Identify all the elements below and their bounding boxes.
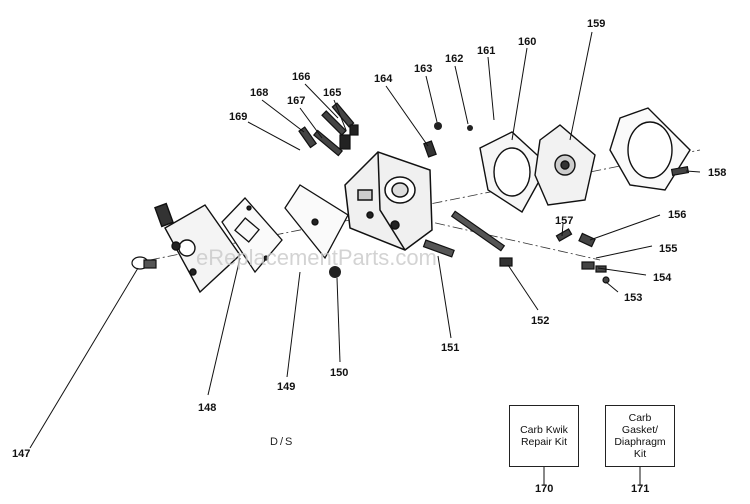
kit-170-leader bbox=[543, 467, 545, 485]
part-149-pump-gasket bbox=[221, 197, 283, 274]
callout-154: 154 bbox=[653, 272, 672, 284]
metering-cover bbox=[609, 107, 691, 191]
callout-162: 162 bbox=[445, 53, 463, 65]
callout-168: 168 bbox=[250, 87, 268, 99]
callout-160: 160 bbox=[518, 36, 536, 48]
kit-170-line-1: Carb Kwik bbox=[520, 424, 568, 436]
part-148-pump-cover bbox=[154, 202, 241, 294]
callout-147: 147 bbox=[12, 448, 30, 460]
callout-labels: 147 148 149 150 151 152 153 154 155 156 … bbox=[12, 18, 726, 460]
kit-170-line-2: Repair Kit bbox=[520, 436, 568, 448]
callout-150: 150 bbox=[330, 367, 348, 379]
part-162-pin bbox=[467, 125, 473, 131]
kit-171-line-4: Kit bbox=[633, 448, 647, 460]
callout-163: 163 bbox=[414, 63, 432, 75]
callout-148: 148 bbox=[198, 402, 216, 414]
kit-171-line-1: Carb bbox=[628, 412, 652, 424]
callout-157: 157 bbox=[555, 215, 573, 227]
kit-171-line-2: Gasket/ bbox=[621, 424, 659, 436]
part-158-screw bbox=[670, 165, 690, 177]
kit-170-box: Carb Kwik Repair Kit bbox=[509, 405, 579, 467]
watermark: eReplacementParts.com bbox=[196, 245, 437, 270]
part-147-plug bbox=[131, 256, 157, 270]
page-note: D/S bbox=[270, 436, 295, 448]
callout-161: 161 bbox=[477, 45, 495, 57]
part-152-lever bbox=[450, 210, 513, 267]
part-151-shaft bbox=[422, 239, 455, 258]
callout-166: 166 bbox=[292, 71, 310, 83]
callout-165: 165 bbox=[323, 87, 341, 99]
kit-171-label: 171 bbox=[631, 483, 650, 495]
callout-169: 169 bbox=[229, 111, 247, 123]
callout-155: 155 bbox=[659, 243, 677, 255]
adjustment-screws bbox=[298, 102, 359, 157]
callout-151: 151 bbox=[441, 342, 459, 354]
callout-156: 156 bbox=[668, 209, 686, 221]
callout-149: 149 bbox=[277, 381, 295, 393]
carburetor-body bbox=[344, 151, 433, 251]
leader-lines bbox=[29, 31, 701, 449]
part-150-ring bbox=[329, 266, 341, 278]
callout-167: 167 bbox=[287, 95, 305, 107]
callout-164: 164 bbox=[374, 73, 393, 85]
part-163-ball bbox=[434, 122, 442, 130]
callout-153: 153 bbox=[624, 292, 642, 304]
kit-171-box: Carb Gasket/ Diaphragm Kit bbox=[605, 405, 675, 467]
part-160-gasket bbox=[479, 131, 549, 213]
callout-152: 152 bbox=[531, 315, 549, 327]
callout-159: 159 bbox=[587, 18, 605, 30]
kit-171-line-3: Diaphragm bbox=[614, 436, 666, 448]
linkage-parts bbox=[555, 228, 610, 284]
callout-158: 158 bbox=[708, 167, 726, 179]
kit-170-label: 170 bbox=[535, 483, 554, 495]
part-159-diaphragm bbox=[534, 124, 596, 206]
kit-171-leader bbox=[639, 467, 641, 485]
